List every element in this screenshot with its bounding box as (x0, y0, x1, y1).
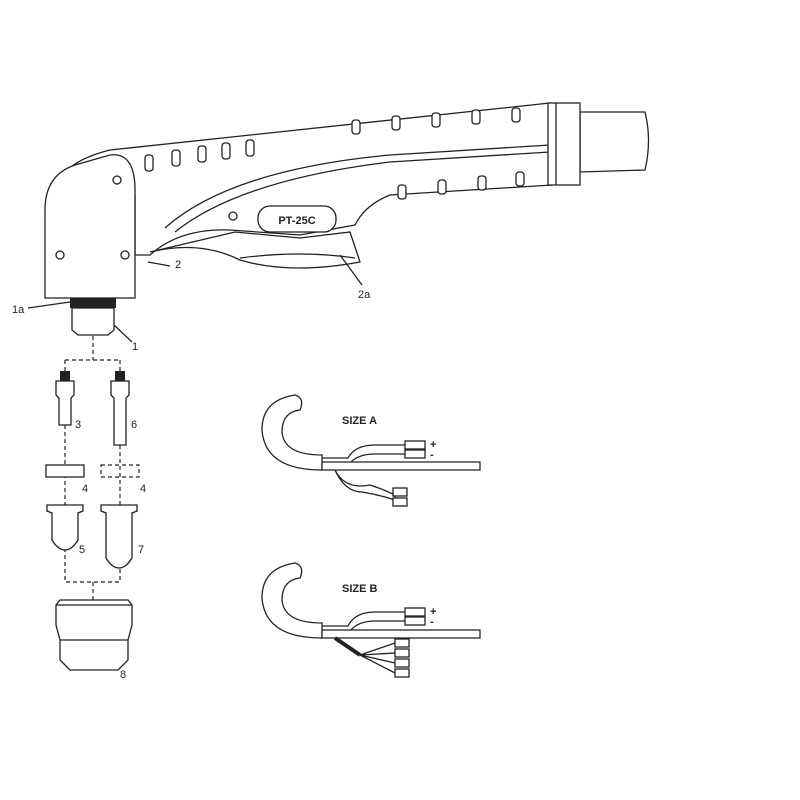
screw-icon (120, 250, 130, 260)
size-a-title: SIZE A (342, 415, 377, 427)
callout-4: 4 (82, 483, 88, 495)
minus-label: - (430, 449, 434, 461)
handle-collar (547, 102, 581, 186)
swirl-ring-optional (100, 464, 140, 478)
callout-8: 8 (120, 669, 126, 681)
o-ring (70, 298, 116, 308)
callout-5: 5 (79, 544, 85, 556)
cable-size-a: SIZE A + - (261, 394, 481, 507)
electrode-3 (55, 371, 75, 426)
tip-5 (46, 504, 84, 551)
swirl-ring (45, 464, 85, 478)
callout-1: 1 (132, 341, 138, 353)
minus-label: - (430, 616, 434, 628)
plus-label: + (430, 439, 436, 451)
torch-handle: PT-25C (59, 102, 553, 269)
tip-7 (100, 504, 138, 569)
cable-size-b: SIZE B + - (261, 562, 481, 678)
model-label: PT-25C (278, 215, 315, 227)
trigger (149, 231, 361, 269)
electrode-6 (110, 371, 130, 446)
callout-3: 3 (75, 419, 81, 431)
screw-icon (228, 211, 238, 221)
torch-cable (579, 111, 650, 173)
shield-cup-8 (55, 599, 133, 671)
callout-4: 4 (140, 483, 146, 495)
plus-label: + (430, 606, 436, 618)
screw-icon (112, 175, 122, 185)
callout-7: 7 (138, 544, 144, 556)
torch-head-body (71, 307, 115, 336)
callout-6: 6 (131, 419, 137, 431)
model-plate (257, 205, 337, 233)
size-b-title: SIZE B (342, 583, 378, 595)
callout-2: 2 (175, 259, 181, 271)
callout-2a: 2a (358, 289, 371, 301)
torch-head (44, 154, 136, 299)
screw-icon (55, 250, 65, 260)
callout-1a: 1a (12, 304, 25, 316)
